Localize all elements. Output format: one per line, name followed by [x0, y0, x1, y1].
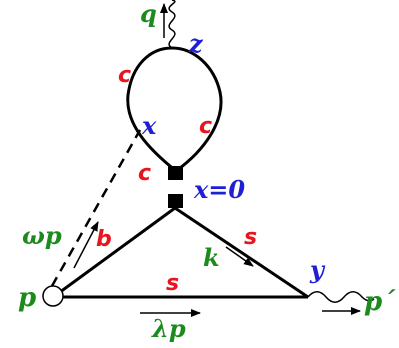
vertex-square-top [168, 166, 183, 180]
label-p: p [18, 283, 36, 313]
label-c-bottom-left: c [138, 161, 151, 186]
line-b [55, 206, 176, 297]
label-c-right: c [199, 114, 212, 139]
wavy-line-p-prime [307, 291, 375, 303]
wavy-line-q [168, 0, 176, 49]
loop-line [126, 46, 223, 173]
label-q: q [140, 0, 157, 28]
label-y: y [309, 255, 326, 284]
line-s-right [174, 206, 309, 299]
label-c-top-left: c [118, 63, 131, 88]
vertex-circle-p [42, 285, 64, 307]
label-b: b [96, 227, 112, 252]
label-p-prime: p´ [364, 287, 396, 317]
label-x: x [141, 111, 157, 140]
dashed-line [50, 129, 142, 287]
label-s-right: s [244, 225, 257, 250]
arrow-k [225, 246, 254, 267]
arrow-omega-p [73, 221, 99, 269]
label-k: k [203, 243, 220, 272]
vertex-square-bottom [168, 194, 183, 208]
label-omega-p: ωp [22, 221, 62, 250]
label-x-eq-0: x=0 [193, 175, 245, 204]
label-z: z [188, 29, 204, 58]
label-s-bottom: s [166, 271, 179, 296]
label-lambda-p: λp [151, 314, 186, 343]
